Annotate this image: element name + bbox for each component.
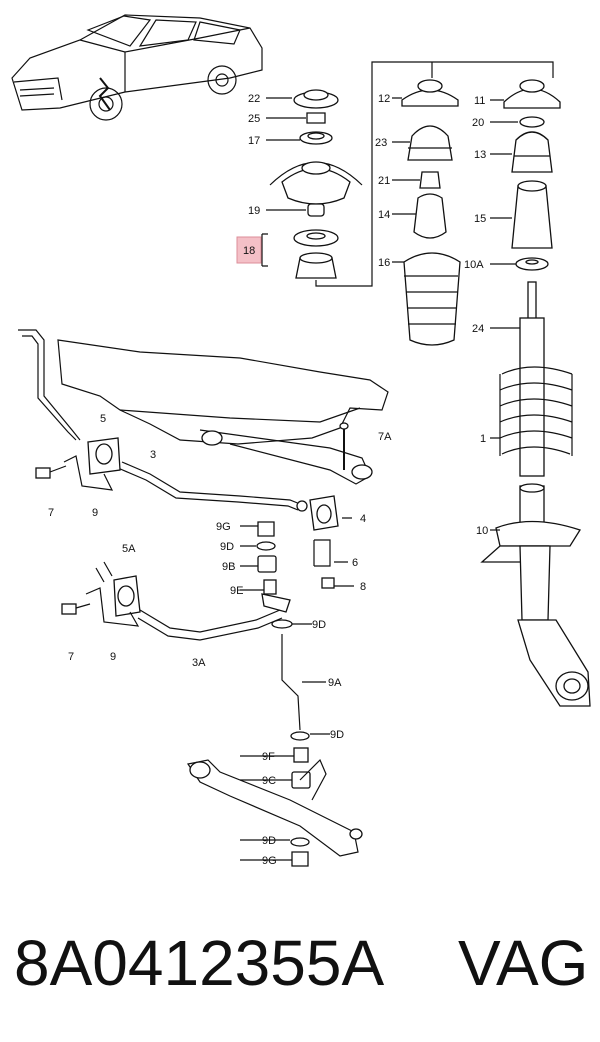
- label-11: 11: [474, 95, 485, 107]
- label-7-bottom: 7: [68, 651, 74, 663]
- brand-caption: VAG: [458, 927, 589, 999]
- control-arm: [187, 758, 363, 857]
- label-13: 13: [474, 149, 486, 161]
- label-9A: 9A: [328, 677, 342, 689]
- label-9B: 9B: [222, 561, 235, 573]
- label-7-top: 7: [48, 507, 54, 519]
- column-3-parts: [490, 79, 573, 477]
- label-9-top: 9: [92, 507, 98, 519]
- label-9D-4: 9D: [262, 835, 276, 847]
- subframe: [57, 339, 389, 485]
- label-9-bottom: 9: [110, 651, 116, 663]
- bracket-lines: [315, 61, 554, 287]
- label-9G-2: 9G: [262, 855, 277, 867]
- label-20: 20: [472, 117, 484, 129]
- link-parts: [240, 521, 330, 867]
- label-1: 1: [480, 433, 486, 445]
- label-21: 21: [378, 175, 390, 187]
- label-23: 23: [375, 137, 387, 149]
- label-5: 5: [100, 413, 106, 425]
- label-10A: 10A: [464, 259, 484, 271]
- label-9G: 9G: [216, 521, 231, 533]
- label-6: 6: [352, 557, 358, 569]
- label-16: 16: [378, 257, 390, 269]
- label-15: 15: [474, 213, 486, 225]
- car-illustration: [11, 14, 263, 121]
- label-10: 10: [476, 525, 488, 537]
- bushing-cluster-right: [309, 495, 354, 589]
- column-2-parts: [392, 79, 461, 346]
- label-9F: 9F: [262, 751, 275, 763]
- label-18: 18: [243, 245, 255, 257]
- label-14: 14: [378, 209, 390, 221]
- label-9C: 9C: [262, 775, 276, 787]
- callout-labels: 22 25 17 19 18 12 23 21 14 16 11 20 13 1…: [48, 93, 488, 867]
- label-24: 24: [472, 323, 484, 335]
- label-9D-2: 9D: [312, 619, 326, 631]
- label-5A: 5A: [122, 543, 136, 555]
- label-9D-3: 9D: [330, 729, 344, 741]
- label-3: 3: [150, 449, 156, 461]
- label-7A: 7A: [378, 431, 392, 443]
- label-3A: 3A: [192, 657, 206, 669]
- label-12: 12: [378, 93, 390, 105]
- label-9D: 9D: [220, 541, 234, 553]
- label-17: 17: [248, 135, 260, 147]
- label-19: 19: [248, 205, 260, 217]
- highlight-box: [236, 236, 262, 264]
- strut-assembly: [480, 483, 591, 707]
- column-1-parts: [261, 89, 363, 279]
- label-9E: 9E: [230, 585, 243, 597]
- part-number-caption: 8A0412355A: [14, 927, 385, 999]
- lower-stabilizer: [61, 561, 283, 641]
- label-25: 25: [248, 113, 260, 125]
- label-22: 22: [248, 93, 260, 105]
- label-4: 4: [360, 513, 366, 525]
- label-8: 8: [360, 581, 366, 593]
- stabilizer-bar: [18, 329, 308, 512]
